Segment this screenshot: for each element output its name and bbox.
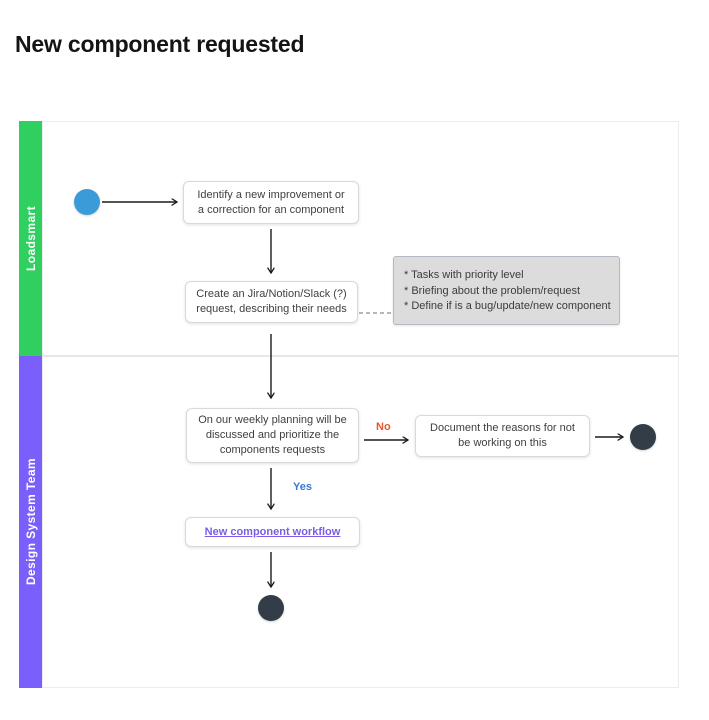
node-weekly-planning-text: On our weekly planning will be discussed… [198, 414, 347, 456]
lane-loadsmart: Loadsmart [19, 121, 42, 356]
node-identify-improvement[interactable]: Identify a new improvement or a correcti… [183, 181, 359, 224]
node-create-request[interactable]: Create an Jira/Notion/Slack (?) request,… [185, 281, 358, 323]
end-node-yes-branch [258, 595, 284, 621]
node-create-request-text: Create an Jira/Notion/Slack (?) request,… [196, 288, 347, 315]
new-component-workflow-link[interactable]: New component workflow [204, 525, 341, 538]
note-request-details: * Tasks with priority level * Briefing a… [393, 256, 620, 325]
note-line-2: * Briefing about the problem/request [404, 284, 581, 297]
lane-design-system-team: Design System Team [19, 356, 42, 688]
node-new-component-workflow[interactable]: New component workflow [185, 517, 360, 547]
note-line-3: * Define if is a bug/update/new componen… [404, 300, 611, 313]
end-node-no-branch [630, 424, 656, 450]
edge-label-yes: Yes [293, 481, 312, 493]
flowchart: Loadsmart Design System Team Identify a … [19, 121, 679, 688]
lane-divider [42, 355, 679, 357]
edge-label-no: No [376, 421, 391, 433]
lane-loadsmart-label: Loadsmart [23, 206, 38, 271]
node-document-reasons-text: Document the reasons for not be working … [430, 422, 575, 449]
node-identify-improvement-text: Identify a new improvement or a correcti… [197, 188, 345, 216]
note-line-1: * Tasks with priority level [404, 269, 524, 281]
page-title: New component requested [15, 31, 305, 57]
start-node [74, 189, 100, 215]
diagram-canvas [42, 121, 679, 688]
node-document-reasons[interactable]: Document the reasons for not be working … [415, 415, 590, 457]
node-weekly-planning[interactable]: On our weekly planning will be discussed… [186, 408, 359, 463]
lane-design-system-team-label: Design System Team [23, 458, 38, 586]
